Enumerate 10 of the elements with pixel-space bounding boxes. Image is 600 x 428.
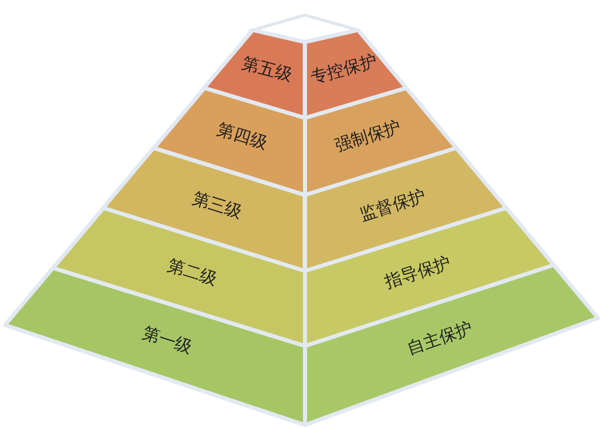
level-label: 第一级	[140, 324, 194, 358]
level-label: 自主保护	[405, 318, 476, 358]
level-label: 专控保护	[308, 52, 379, 88]
level-label: 第四级	[214, 120, 270, 154]
level-label: 第二级	[164, 256, 219, 290]
level-label: 第三级	[190, 189, 244, 222]
level-label: 监督保护	[358, 186, 428, 225]
level-label: 强制保护	[332, 118, 404, 156]
level-label: 第五级	[240, 54, 294, 86]
level-label: 指导保护	[382, 253, 453, 292]
